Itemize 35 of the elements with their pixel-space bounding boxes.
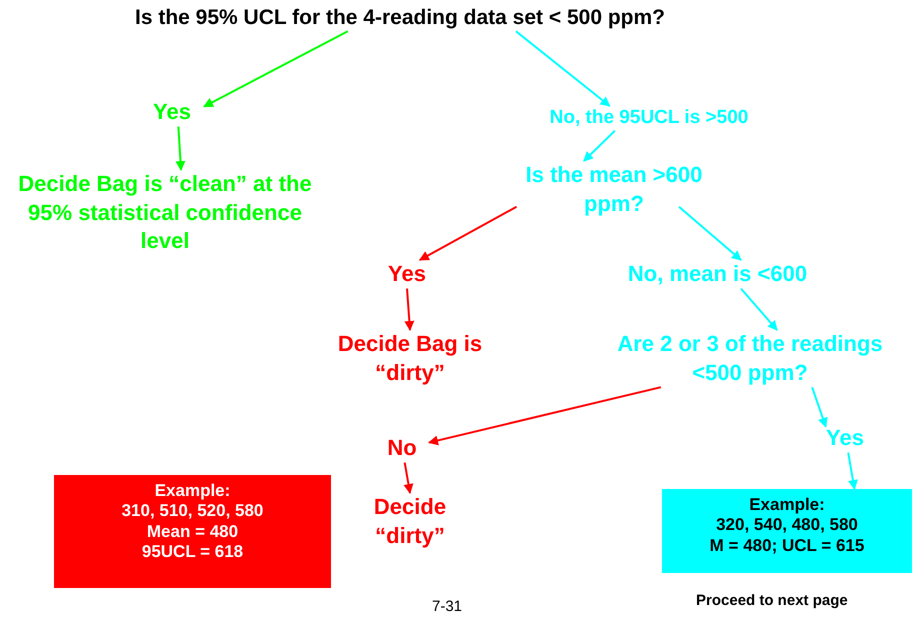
example-box	[662, 489, 912, 573]
arrow	[428, 386, 662, 446]
answer-text: No, mean is <600	[600, 260, 835, 289]
decision-text: Decide “dirty”	[355, 493, 465, 550]
answer-text: Yes	[140, 98, 204, 127]
arrow	[175, 126, 186, 171]
arrow	[515, 30, 610, 107]
example-text: Mean = 480	[146, 522, 240, 542]
decision-text: Decide Bag is “dirty”	[310, 330, 510, 388]
arrow	[404, 462, 414, 494]
answer-text: Yes	[375, 260, 439, 289]
example-heading: Example:	[748, 495, 826, 516]
question-text: Are 2 or 3 of the readings <500 ppm?	[615, 330, 885, 388]
note-text: Proceed to next page	[696, 592, 848, 609]
arrow	[418, 206, 518, 261]
arrow	[203, 30, 348, 108]
arrow	[404, 288, 414, 331]
example-text: 320, 540, 480, 580	[715, 515, 859, 536]
example-text: M = 480; UCL = 615	[708, 536, 866, 556]
example-box	[54, 475, 331, 588]
answer-text: No	[375, 434, 429, 463]
page-number: 7-31	[432, 598, 462, 615]
example-text: 310, 510, 520, 580	[120, 501, 264, 522]
question-text: Is the 95% UCL for the 4-reading data set < 500 ppm?	[110, 4, 690, 32]
arrow	[583, 130, 616, 162]
example-heading: Example:	[154, 481, 232, 502]
answer-text: No, the 95UCL is >500	[518, 106, 780, 131]
answer-text: Yes	[813, 424, 877, 453]
arrow	[740, 288, 778, 331]
example-text: 95UCL = 618	[140, 542, 244, 563]
arrow	[847, 452, 858, 490]
arrow	[811, 386, 828, 428]
question-text: Is the mean >600 ppm?	[498, 161, 730, 218]
arrow	[678, 206, 742, 261]
decision-text: Decide Bag is “clean” at the 95% statistical confidence level	[5, 170, 325, 256]
